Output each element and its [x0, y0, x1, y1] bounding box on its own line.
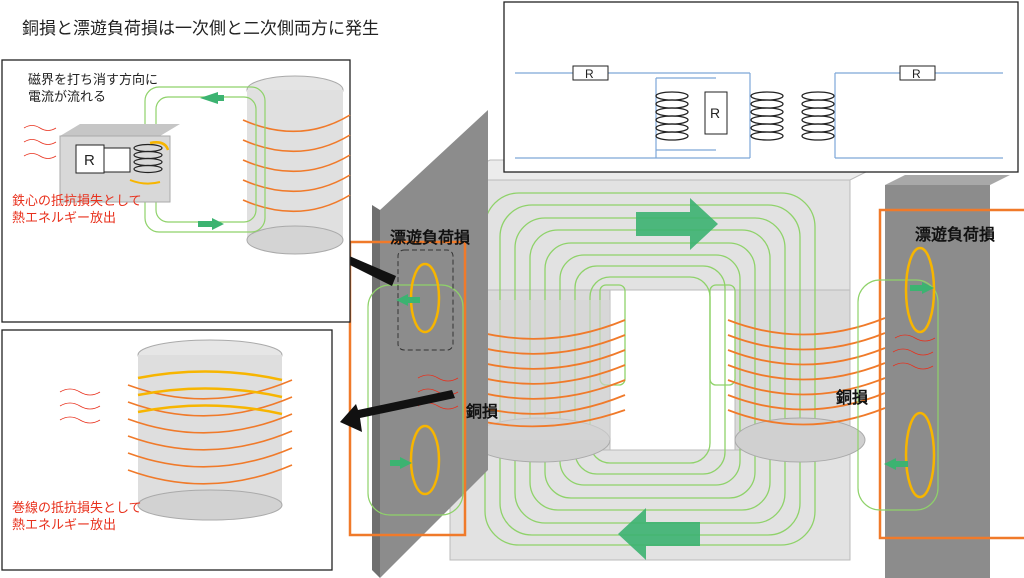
core-inset-note: 磁界を打ち消す方向に 電流が流れる: [28, 73, 159, 105]
copper-loss-label-right: 銅損: [836, 388, 869, 407]
coil-icon: [655, 91, 689, 141]
flux-arrow-icon: [618, 508, 700, 560]
resistor-icon: [704, 91, 728, 135]
resistor-icon: [572, 65, 609, 81]
core-inset-r-label: R: [84, 152, 95, 169]
left-clamp-plate: [348, 110, 488, 578]
stray-load-loss-label-right: 漂遊負荷損: [915, 225, 996, 244]
circuit-inset-panel: [503, 1, 1019, 173]
circuit-r-primary-label: R: [585, 67, 594, 81]
flux-arrow-icon: [636, 198, 718, 250]
copper-loss-label-left: 銅損: [466, 402, 499, 421]
flux-arrow-icon: [212, 218, 224, 230]
circuit-r-secondary-label: R: [912, 67, 921, 81]
core-inset-panel: [1, 59, 351, 323]
page-title: 銅損と漂遊負荷損は一次側と二次側両方に発生: [22, 19, 379, 39]
flux-arrow-icon: [200, 92, 218, 104]
flux-arrow-icon: [922, 282, 934, 294]
coil-icon: [133, 143, 163, 174]
coil-inset-panel: [1, 329, 333, 571]
flux-arrow-icon: [884, 458, 896, 470]
stray-load-loss-label-left: 漂遊負荷損: [390, 228, 471, 247]
coil-icon: [750, 91, 784, 141]
eddy-current-icon: [904, 246, 936, 334]
resistor-icon: [75, 144, 105, 174]
eddy-current-icon: [904, 411, 936, 499]
resistor-icon: [899, 65, 936, 81]
heat-wave-icon: [23, 125, 57, 159]
secondary-coil: [727, 317, 886, 463]
coil-icon: [801, 91, 835, 141]
eddy-current-icon: [409, 424, 441, 496]
heat-wave-icon: [59, 388, 101, 424]
flux-arrow-icon: [400, 457, 412, 469]
flux-arrow-icon: [396, 294, 408, 306]
coil-loss-text: 巻線の抵抗損失として 熱エネルギー放出: [12, 501, 142, 533]
circuit-r-shunt-label: R: [710, 105, 720, 121]
right-clamp-plate: [857, 175, 1024, 578]
core-loss-text: 鉄心の抵抗損失として 熱エネルギー放出: [12, 194, 142, 226]
